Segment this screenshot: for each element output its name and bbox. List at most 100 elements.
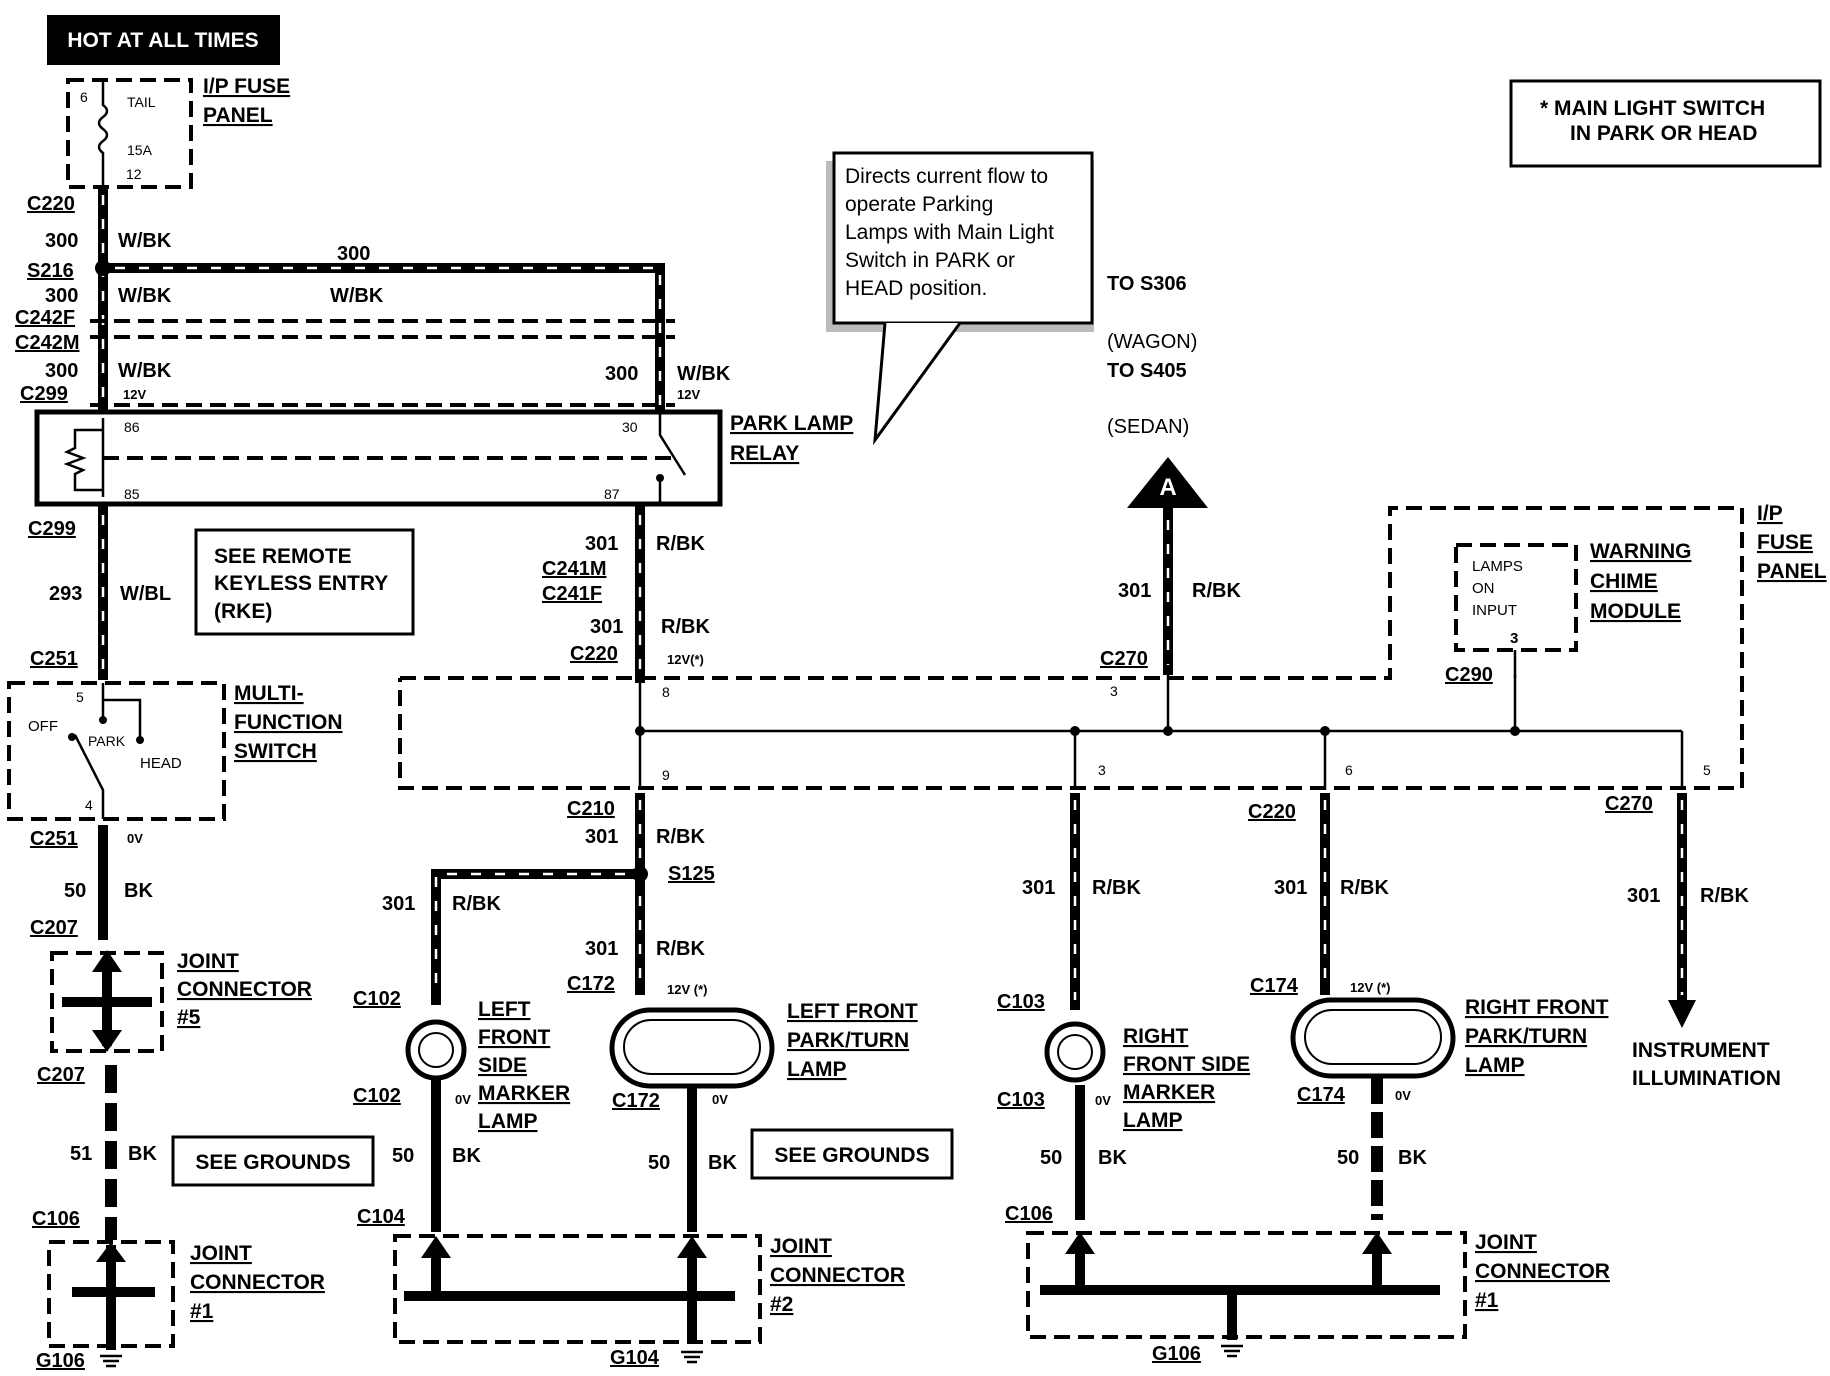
switch-pin-5: 5: [76, 689, 84, 705]
conn-c251-top: C251: [30, 648, 78, 670]
wire-50-num-left: 50: [64, 880, 86, 902]
conn-c242f: C242F: [15, 307, 75, 329]
wire-rbk-e: R/BK: [452, 893, 501, 915]
volt-12v-star-2: 12V (*): [667, 982, 707, 997]
right-front-label-1: RIGHT FRONT: [1465, 996, 1609, 1019]
chime-pin-3: 3: [1510, 630, 1518, 647]
panel-pin-8: 8: [662, 684, 670, 700]
conn-g106-left: G106: [36, 1350, 85, 1372]
conn-c242m: C242M: [15, 332, 79, 354]
relay-coil: [63, 428, 103, 492]
fuse-panel-top-label-2: PANEL: [203, 104, 273, 127]
volt-12v-star-3: 12V (*): [1350, 980, 1390, 995]
switch-label-2: FUNCTION: [234, 711, 343, 734]
callout-line-4: Switch in PARK or: [845, 249, 1015, 272]
callout-box: [832, 151, 1094, 325]
wire-50-num-c: 50: [1040, 1147, 1062, 1169]
conn-c299-bot: C299: [28, 518, 76, 540]
wire-rbk-d: R/BK: [656, 826, 705, 848]
chime-label-2: CHIME: [1590, 570, 1658, 593]
conn-c102-bot: C102: [353, 1085, 401, 1107]
see-grounds-mid: [750, 1128, 954, 1180]
left-front-label-2: PARK/TURN: [787, 1029, 909, 1052]
conn-c220-mid: C220: [570, 643, 618, 665]
right-side-label-1: RIGHT: [1123, 1025, 1189, 1048]
joint1-left-label-3: #1: [190, 1300, 214, 1323]
dest-wagon: (WAGON): [1107, 331, 1197, 353]
fuse-pin-12: 12: [126, 166, 142, 182]
panel-pin-3b: 3: [1098, 762, 1106, 778]
conn-c102-top: C102: [353, 988, 401, 1010]
fuse-pin-6: 6: [80, 89, 88, 105]
instrument-label-2: ILLUMINATION: [1632, 1067, 1781, 1090]
rke-note-1: SEE REMOTE: [214, 545, 352, 568]
relay-pin-85: 85: [124, 486, 140, 502]
dest-to-s405: TO S405: [1107, 360, 1187, 382]
conn-c103-top: C103: [997, 991, 1045, 1013]
volt-0v-c102: 0V: [455, 1092, 471, 1107]
wire-300-num-h: 300: [337, 243, 370, 265]
conn-c103-bot: C103: [997, 1089, 1045, 1111]
conn-c207-bot: C207: [37, 1064, 85, 1086]
joint1-right-label-3: #1: [1475, 1289, 1499, 1312]
callout-pointer: [873, 322, 962, 446]
wire-301-num-a: 301: [585, 533, 618, 555]
left-front-label-3: LAMP: [787, 1058, 847, 1081]
wire-51-num: 51: [70, 1143, 92, 1165]
chime-label-3: MODULE: [1590, 600, 1681, 623]
tail-fuse: [97, 80, 109, 187]
warning-chime-module: [1454, 543, 1578, 652]
conn-c104: C104: [357, 1206, 406, 1228]
wire-301-num-i: 301: [1627, 885, 1660, 907]
fuse-panel-right: [398, 506, 1744, 790]
wire-50-num-d: 50: [1337, 1147, 1359, 1169]
rke-note-3: (RKE): [214, 600, 272, 623]
left-side-label-2: FRONT: [478, 1026, 550, 1049]
right-side-label-2: FRONT SIDE: [1123, 1053, 1250, 1076]
wire-rbk-f: R/BK: [656, 938, 705, 960]
switch-park: PARK: [88, 733, 126, 749]
left-front-label-1: LEFT FRONT: [787, 1000, 918, 1023]
wire-300-num-1: 300: [45, 230, 78, 252]
dest-sedan: (SEDAN): [1107, 416, 1189, 438]
see-grounds-left-text: SEE GROUNDS: [195, 1151, 350, 1174]
joint5-label-2: CONNECTOR: [177, 978, 312, 1001]
fuse-panel-top-label-1: I/P FUSE: [203, 75, 290, 98]
left-side-label-5: LAMP: [478, 1110, 538, 1133]
arrow-a: [1127, 457, 1208, 508]
right-front-label-2: PARK/TURN: [1465, 1025, 1587, 1048]
volt-0v-left: 0V: [127, 831, 143, 846]
wire-300-num-4: 300: [605, 363, 638, 385]
switch-off: OFF: [28, 718, 58, 735]
conn-c270-top: C270: [1100, 648, 1148, 670]
switch-label-1: MULTI-: [234, 682, 304, 705]
joint1-left-label-2: CONNECTOR: [190, 1271, 325, 1294]
wire-rbk-c: R/BK: [1192, 580, 1241, 602]
wire-wbk-4: W/BK: [677, 363, 731, 385]
wire-bk-d: BK: [1398, 1147, 1427, 1169]
relay-contact: [658, 412, 687, 504]
arrow-a-label: A: [1159, 474, 1176, 501]
wire-bk-b: BK: [708, 1152, 737, 1174]
callout-line-2: operate Parking: [845, 193, 993, 216]
wire-wbk-h: W/BK: [330, 285, 384, 307]
fuse-panel-top: [66, 78, 193, 189]
wire-rbk-g: R/BK: [1092, 877, 1141, 899]
conn-c299-top: C299: [20, 383, 68, 405]
volt-12v-right: 12V: [677, 387, 700, 402]
conn-c174-bot: C174: [1297, 1084, 1346, 1106]
right-front-label-3: LAMP: [1465, 1054, 1525, 1077]
fuse-panel-right-label-1: I/P: [1757, 502, 1783, 525]
switch-head: HEAD: [140, 755, 182, 772]
fuse-rating: 15A: [127, 142, 153, 158]
wire-50-num-a: 50: [392, 1145, 414, 1167]
wire-301-num-e: 301: [382, 893, 415, 915]
wire-301-num-d: 301: [585, 826, 618, 848]
joint2-label-1: JOINT: [770, 1235, 832, 1258]
conn-g106-right: G106: [1152, 1343, 1201, 1365]
instrument-label-1: INSTRUMENT: [1632, 1039, 1770, 1062]
volt-0v-c174: 0V: [1395, 1088, 1411, 1103]
joint1-left-label-1: JOINT: [190, 1242, 252, 1265]
legend-box: [1509, 79, 1822, 168]
